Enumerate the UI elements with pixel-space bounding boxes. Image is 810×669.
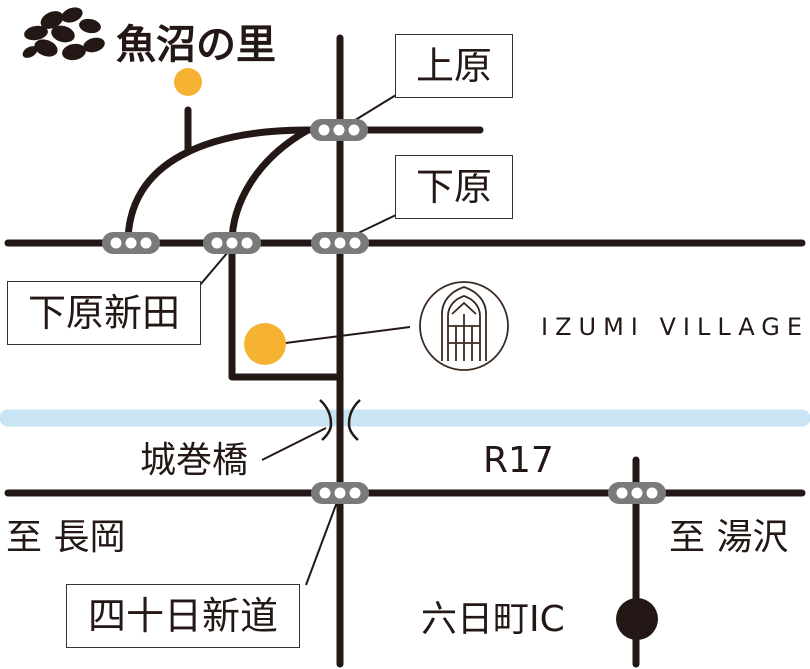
farm-location-dot-icon <box>174 68 202 96</box>
traffic-signal-kamihara-icon <box>310 119 368 141</box>
road-label-r17: R17 <box>483 440 554 481</box>
bridge-label: 城巻橋 <box>140 440 249 481</box>
intersection-label-shimohara: 下原 <box>395 155 513 219</box>
landmark-name: IZUMI VILLAGE <box>541 313 810 341</box>
interchange-label: 六日町IC <box>421 599 565 640</box>
road-village-loop <box>228 239 344 381</box>
interchange-dot-icon <box>616 598 658 640</box>
intersection-label-tokamachi-shindo: 四十日新道 <box>66 584 300 648</box>
seed-cluster-icon <box>22 7 105 61</box>
road-west-curve <box>124 126 312 247</box>
arch-building-icon <box>419 281 509 371</box>
traffic-signal-shimohara-shinden-icon <box>203 232 261 254</box>
intersection-label-kamihara: 上原 <box>395 34 513 98</box>
intersection-label-shimohara-shinden: 下原新田 <box>7 281 201 345</box>
traffic-signal-shimohara-icon <box>311 232 369 254</box>
direction-label-west: 至 長岡 <box>6 517 126 558</box>
direction-label-east: 至 湯沢 <box>669 517 789 558</box>
road-loop-curve <box>228 126 312 247</box>
bridge-marks <box>319 399 361 441</box>
village-location-dot-icon <box>244 323 286 365</box>
traffic-signal-r17-east-icon <box>608 482 666 504</box>
traffic-signal-west-icon <box>102 232 160 254</box>
traffic-signal-r17-main-icon <box>311 482 369 504</box>
brand-name: 魚沼の里 <box>116 21 276 68</box>
